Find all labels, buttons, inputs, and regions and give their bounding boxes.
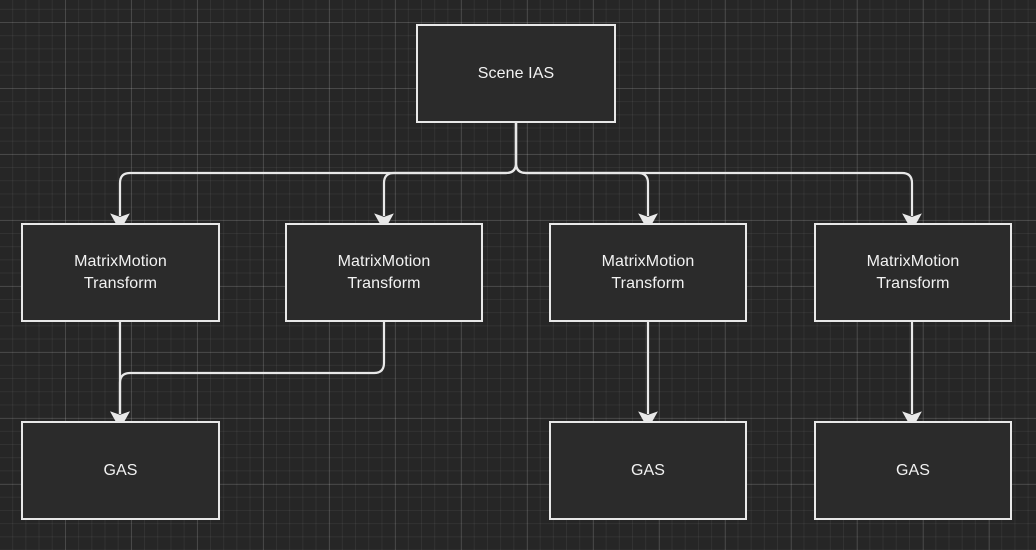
node-mmt-3[interactable]: MatrixMotion Transform (549, 223, 747, 322)
edge-scene-to-mmt3 (514, 123, 658, 231)
edge-scene-to-mmt1 (110, 123, 518, 231)
node-label-scene-ias: Scene IAS (477, 64, 555, 82)
node-label-gas-1: GAS (103, 461, 138, 479)
edge-scene-to-mmt4 (514, 123, 922, 231)
node-mmt-1[interactable]: MatrixMotion Transform (21, 223, 220, 322)
node-label-mmt-1: MatrixMotion Transform (74, 253, 167, 292)
node-label-mmt-4: MatrixMotion Transform (866, 253, 960, 292)
node-scene-ias[interactable]: Scene IAS (416, 24, 616, 123)
node-label-gas-4: GAS (895, 461, 931, 479)
node-label-mmt-3: MatrixMotion Transform (601, 253, 695, 292)
node-gas-1[interactable]: GAS (21, 421, 220, 520)
node-mmt-4[interactable]: MatrixMotion Transform (814, 223, 1012, 322)
node-label-mmt-2: MatrixMotion Transform (337, 253, 431, 292)
node-gas-4[interactable]: GAS (814, 421, 1012, 520)
edge-scene-to-mmt2 (374, 123, 518, 231)
node-mmt-2[interactable]: MatrixMotion Transform (285, 223, 483, 322)
node-label-gas-3: GAS (630, 461, 666, 479)
node-gas-3[interactable]: GAS (549, 421, 747, 520)
edge-mmt2-to-gas1 (110, 322, 386, 429)
